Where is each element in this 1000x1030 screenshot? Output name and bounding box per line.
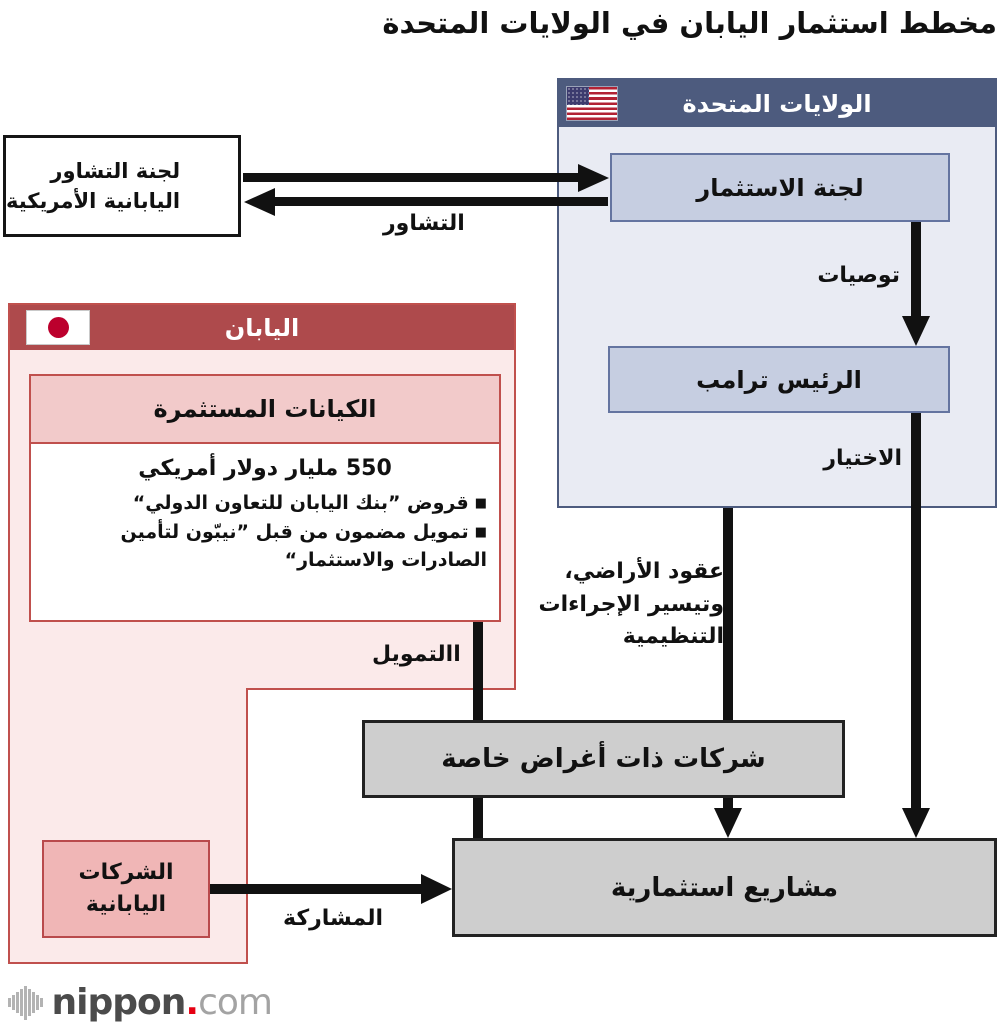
special-purpose-companies-label: شركات ذات أغراض خاصة <box>441 744 766 774</box>
consultation-committee-label: لجنة التشاور اليابانية الأمريكية <box>6 158 181 213</box>
participation-arrowhead-icon <box>421 874 452 904</box>
japanese-companies-box: الشركات اليابانية <box>42 840 210 938</box>
president-trump-box: الرئيس ترامب <box>608 346 950 413</box>
logo-suffix: com <box>198 982 273 1023</box>
land-contracts-arrowhead-icon <box>714 808 742 838</box>
japan-panel-title: اليابان <box>224 313 300 342</box>
page-title: مخطط استثمار اليابان في الولايات المتحدة <box>382 6 997 40</box>
us-panel-header: الولايات المتحدة <box>559 80 995 127</box>
investment-committee-label: لجنة الاستثمار <box>696 173 864 202</box>
investment-committee-box: لجنة الاستثمار <box>610 153 950 222</box>
recommendations-arrowhead-icon <box>902 316 930 346</box>
us-panel: الولايات المتحدة <box>557 78 997 508</box>
consultation-arrowhead-right-icon <box>578 164 609 192</box>
japan-flag-sun <box>47 317 69 338</box>
consultation-committee-box: لجنة التشاور اليابانية الأمريكية <box>3 135 241 237</box>
funding-source-jbic: قروض ”بنك اليابان للتعاون الدولي“ <box>132 492 469 514</box>
land-contracts-arrow-line <box>723 508 733 810</box>
selection-arrow-line <box>911 413 921 810</box>
us-flag-icon <box>567 87 617 120</box>
japan-panel-step-border <box>246 688 516 690</box>
recommendations-label: توصيات <box>817 263 900 288</box>
logo-brand: nippon <box>51 982 187 1023</box>
participation-label: المشاركة <box>283 906 383 931</box>
japan-flag-icon <box>27 311 89 344</box>
japan-panel-header: اليابان <box>10 305 514 350</box>
president-trump-label: الرئيس ترامب <box>696 365 862 394</box>
recommendations-arrow-line <box>911 222 921 318</box>
land-contracts-label: عقود الأراضي، وتيسير الإجراءات التنظيمية <box>538 559 724 650</box>
consultation-arrow-right-line <box>243 173 580 182</box>
consultation-arrowhead-left-icon <box>244 188 275 216</box>
consultation-label: التشاور <box>383 211 465 236</box>
investment-projects-box: مشاريع استثمارية <box>452 838 997 937</box>
investment-amount-box: 550 مليار دولار أمريكي ■ قروض ”بنك اليابا… <box>29 442 501 622</box>
us-panel-title: الولايات المتحدة <box>682 89 872 118</box>
list-item: ■ قروض ”بنك اليابان للتعاون الدولي“ <box>39 489 487 518</box>
participation-arrow-line <box>210 884 423 894</box>
soundwave-icon <box>8 983 43 1023</box>
list-item: ■تمويل مضمون من قبل ”نيبّون لتأمين الصاد… <box>39 518 487 575</box>
nippon-logo-text: nippon.com <box>51 982 273 1023</box>
nippon-logo: nippon.com <box>8 982 273 1023</box>
investing-entities-label: الكيانات المستثمرة <box>153 395 377 423</box>
investment-amount: 550 مليار دولار أمريكي <box>138 456 392 481</box>
funding-sources-list: ■قروض ”بنك اليابان للتعاون الدولي“ ■تموي… <box>31 489 499 575</box>
selection-label: الاختيار <box>823 446 902 471</box>
financing-label: االتمويل <box>372 642 461 667</box>
japanese-companies-label: الشركات اليابانية <box>78 860 174 917</box>
us-flag-canton <box>567 87 589 105</box>
bullet-icon: ■ <box>474 496 487 511</box>
investment-projects-label: مشاريع استثمارية <box>610 872 839 903</box>
selection-arrowhead-icon <box>902 808 930 838</box>
funding-source-nexi: تمويل مضمون من قبل ”نيبّون لتأمين الصادر… <box>120 520 487 572</box>
consultation-arrow-left-line <box>274 197 608 206</box>
bullet-icon: ■ <box>474 524 487 540</box>
special-purpose-companies-box: شركات ذات أغراض خاصة <box>362 720 845 798</box>
investing-entities-box: الكيانات المستثمرة <box>29 374 501 444</box>
logo-dot: . <box>185 982 199 1023</box>
